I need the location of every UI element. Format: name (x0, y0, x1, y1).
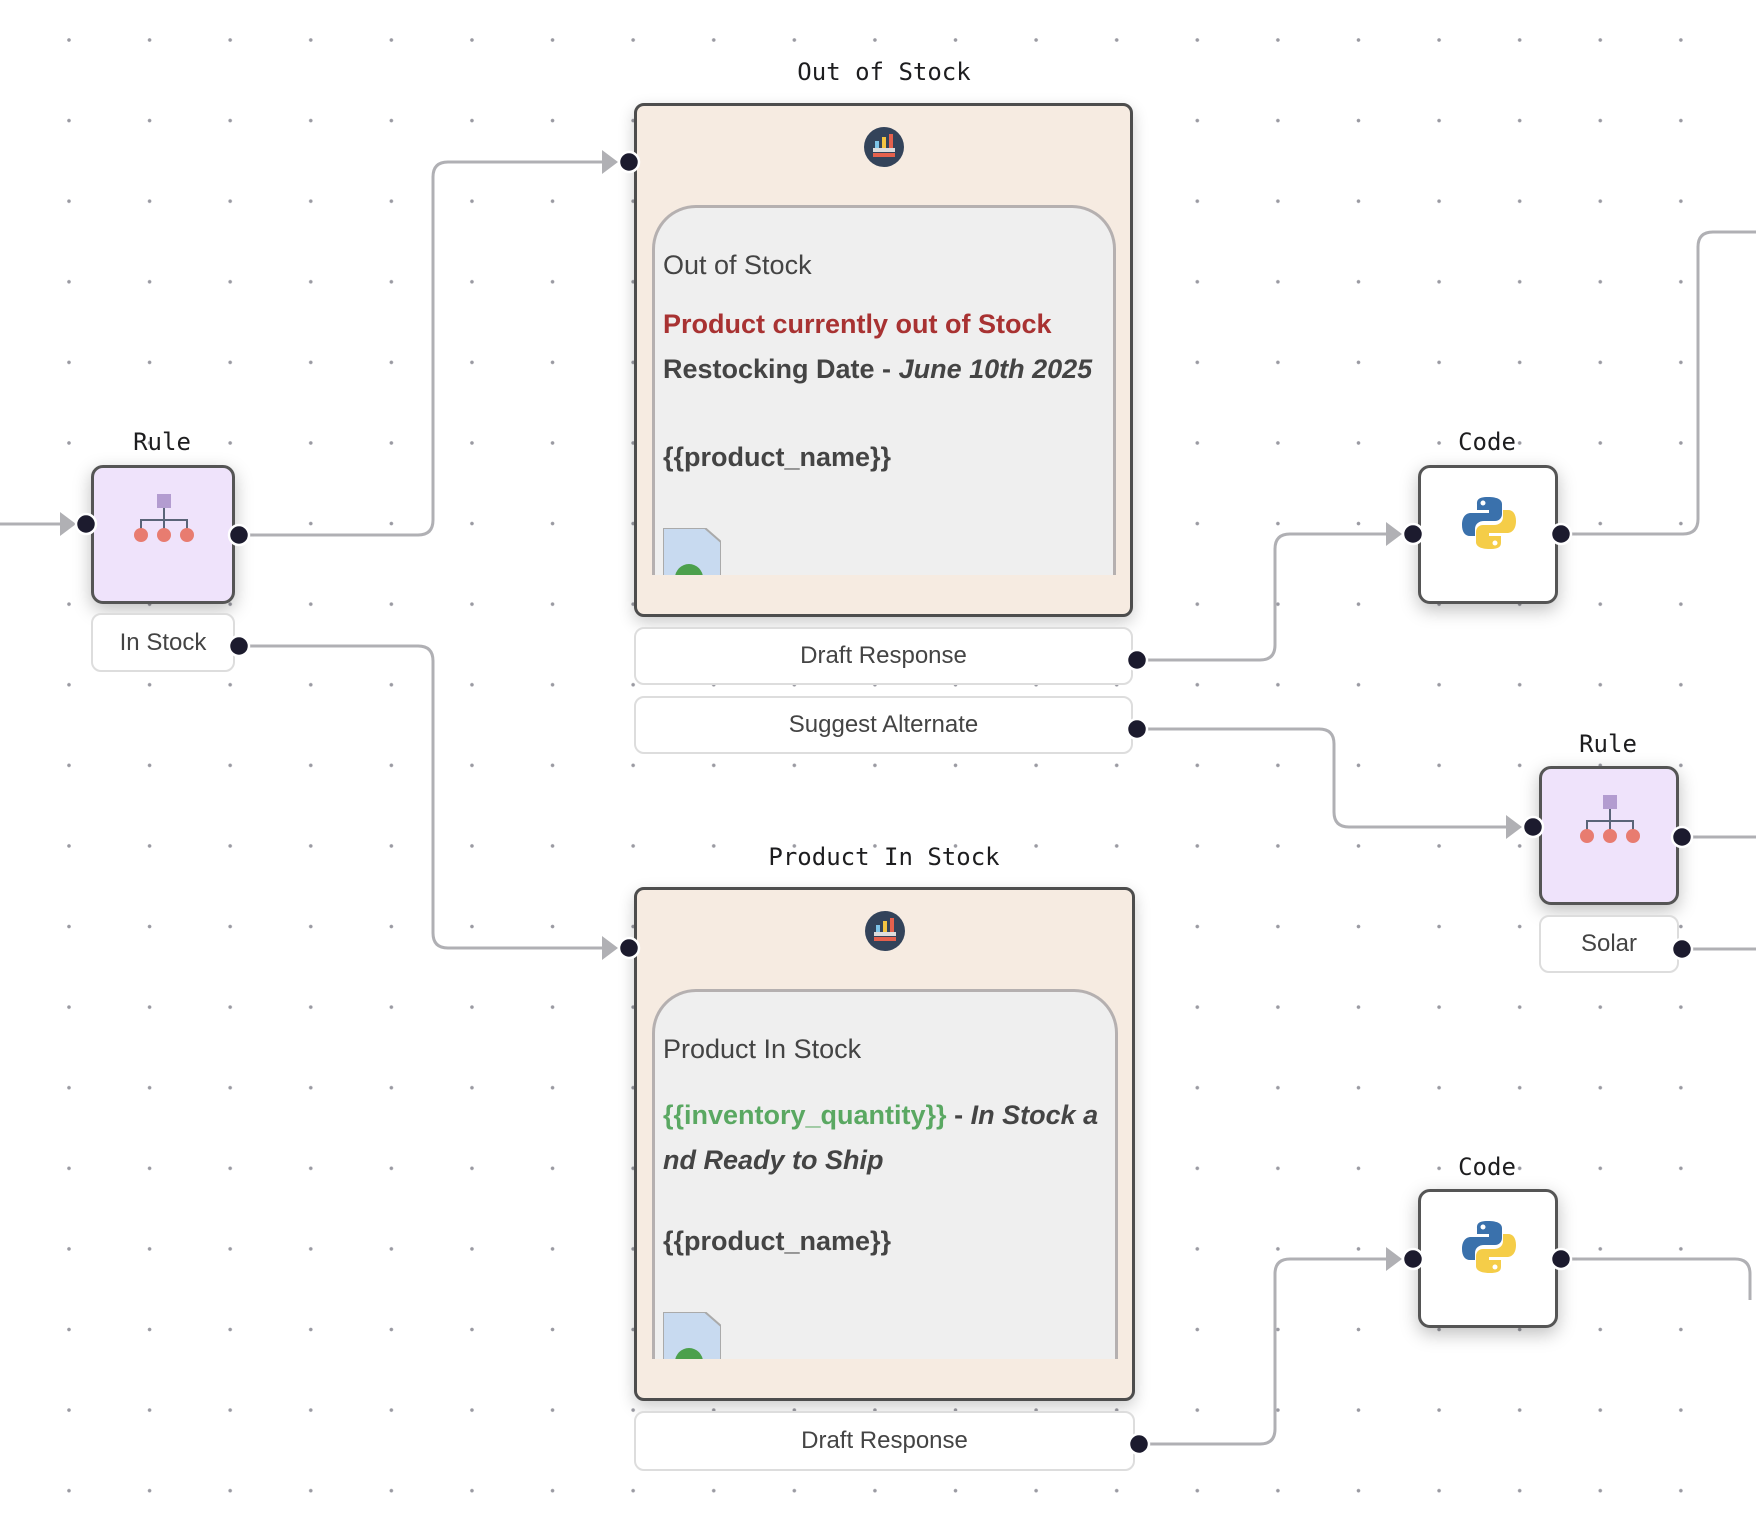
broken-image-icon (663, 1312, 721, 1359)
wire-instock-product-in-stock (239, 644, 614, 950)
out-of-stock-title: Out of Stock (797, 58, 971, 86)
restock-date: June 10th 2025 (898, 354, 1093, 384)
output-suggest-alternate[interactable]: Suggest Alternate (634, 696, 1133, 754)
code2-title: Code (1458, 1153, 1516, 1181)
output-draft-response[interactable]: Draft Response (634, 627, 1133, 685)
wire-rule1-out-of-stock (239, 160, 614, 537)
arrow-icon (602, 936, 618, 960)
arrow-icon (602, 150, 618, 174)
code1-title: Code (1458, 428, 1516, 456)
code2-node[interactable] (1418, 1189, 1558, 1328)
out-of-stock-node[interactable]: Out of Stock Product currently out of St… (634, 103, 1133, 617)
preview-heading: Out of Stock (663, 250, 812, 280)
branch-solar[interactable]: Solar (1539, 915, 1679, 973)
status-separator: - (946, 1100, 971, 1130)
output-draft-response-2[interactable]: Draft Response (634, 1411, 1135, 1471)
status-text: In Stock and Ready to Ship (663, 1100, 1099, 1175)
python-icon (1462, 1221, 1516, 1273)
wire-suggest-rule2 (1137, 727, 1518, 829)
message-preview: Out of Stock Product currently out of St… (652, 205, 1116, 575)
hierarchy-icon (134, 494, 194, 542)
inventory-variable: {{inventory_quantity}} (663, 1100, 947, 1130)
rule1-node[interactable] (91, 465, 235, 604)
code1-node[interactable] (1418, 465, 1558, 604)
arrow-icon (1506, 815, 1522, 839)
restock-label: Restocking Date - (663, 354, 899, 384)
preview-placeholder: {{product_name}} (663, 442, 892, 472)
preview-heading: Product In Stock (663, 1034, 862, 1064)
preview-placeholder: {{product_name}} (663, 1226, 892, 1256)
preview-status: {{inventory_quantity}} - In Stock and Re… (663, 1093, 1103, 1183)
rule2-node[interactable] (1539, 766, 1679, 905)
preview-restock: Restocking Date - June 10th 2025 (663, 354, 1092, 385)
python-icon (1462, 497, 1516, 549)
hierarchy-icon (1580, 795, 1640, 843)
arrow-icon (60, 512, 76, 536)
wire-draft-code1 (1137, 532, 1398, 662)
product-in-stock-node[interactable]: Product In Stock {{inventory_quantity}} … (634, 887, 1135, 1401)
broken-image-icon (663, 528, 721, 575)
product-in-stock-title: Product In Stock (768, 843, 1000, 871)
arrow-icon (1386, 1247, 1402, 1271)
preview-alert: Product currently out of Stock (663, 309, 1052, 339)
chatbot-icon (863, 127, 904, 167)
wire-code2-out (1561, 1257, 1752, 1300)
rule1-title: Rule (133, 428, 191, 456)
arrow-icon (1386, 522, 1402, 546)
branch-in-stock[interactable]: In Stock (91, 613, 235, 672)
wire-code1-out (1561, 230, 1756, 536)
chatbot-icon (864, 911, 905, 951)
rule2-title: Rule (1579, 730, 1637, 758)
message-preview: Product In Stock {{inventory_quantity}} … (652, 989, 1118, 1359)
wire-draft2-code2 (1139, 1257, 1398, 1446)
